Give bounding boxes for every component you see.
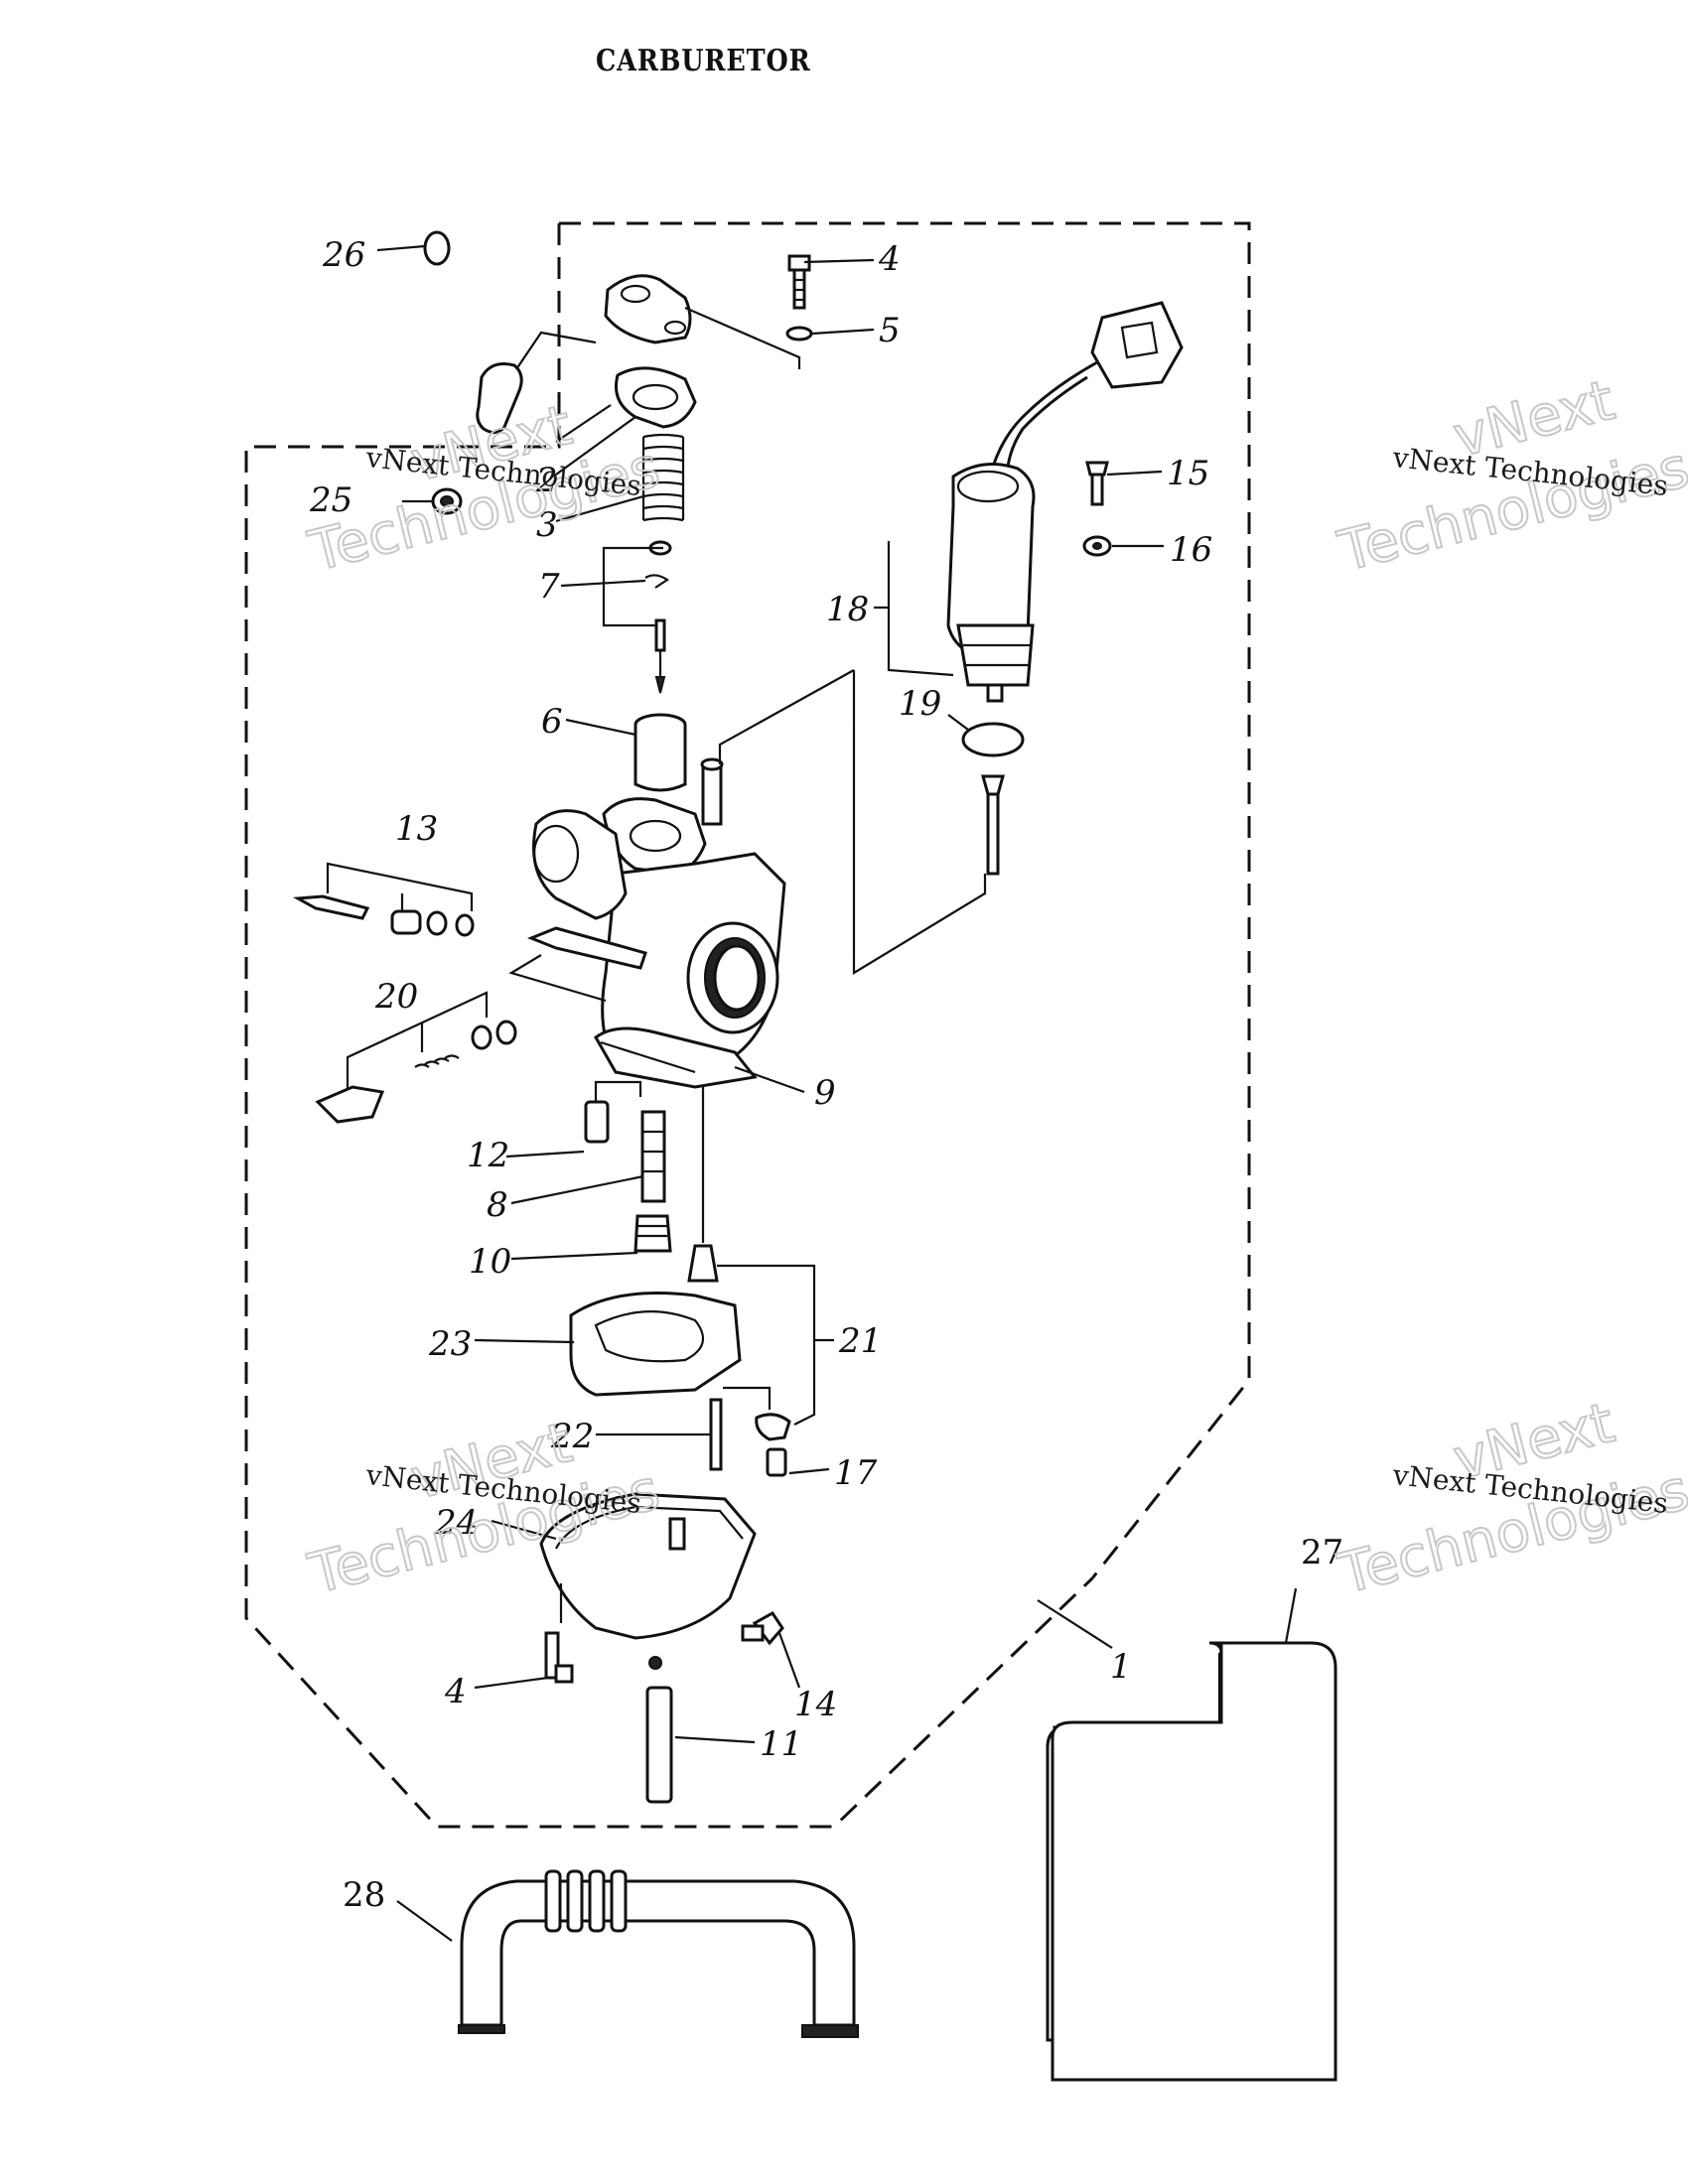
callout-3: 3 [536,505,558,545]
callout-11: 11 [760,1724,802,1764]
auto-choke-solenoid [946,301,1184,703]
assembly-boundary-left [244,223,1094,1829]
callout-26: 26 [322,235,365,275]
washer-top [785,326,813,341]
callout-5: 5 [879,311,901,350]
callout-25: 25 [309,480,352,520]
watermark-upper-left: vNext Technologies vNext Technologies [302,392,667,586]
chamber-screw [544,1631,574,1684]
float [569,1292,742,1397]
callout-2: 2 [535,461,558,500]
callout-4-bottom: 4 [444,1672,467,1711]
callout-13: 13 [395,809,438,849]
callout-19: 19 [899,684,941,724]
callout-18: 18 [826,590,869,629]
callout-22: 22 [550,1417,594,1456]
callout-10: 10 [469,1242,511,1282]
needle-clip [644,574,669,589]
callout-21: 21 [838,1321,882,1361]
air-screw-set [315,991,517,1124]
overflow-tube [645,1686,673,1804]
choke-cap [476,331,597,434]
throttle-spring [641,433,685,522]
top-cap [604,274,801,369]
main-jet [633,1214,672,1253]
solenoid-plunger [981,774,1005,876]
callout-8: 8 [487,1185,508,1225]
drain-tube-connector [584,1080,642,1144]
callout-27: 27 [1301,1533,1343,1572]
callout-28: 28 [343,1875,385,1915]
idle-screw-set [292,862,475,937]
intake-pipe [396,1869,859,2038]
throttle-slide [633,713,687,792]
watermark-upper-right: vNext Technologies vNext Technologies [1332,367,1688,586]
assembly-boundary-upper [559,221,1251,1579]
callout-16: 16 [1170,530,1212,570]
jet-needle [654,618,666,694]
callout-12: 12 [467,1136,509,1175]
solenoid-leader [718,669,987,975]
diagram-title: CARBURETOR [596,44,811,78]
callout-14: 14 [794,1685,837,1724]
solenoid-screw [1085,461,1109,506]
callout-24: 24 [434,1503,478,1543]
callout-23: 23 [428,1324,472,1364]
screw-top [787,254,811,310]
float-chamber [539,1492,757,1670]
callout-6: 6 [541,702,563,742]
callout-17: 17 [834,1453,878,1493]
callout-20: 20 [374,977,418,1017]
needle-jet [640,1110,666,1203]
float-pin [709,1386,772,1471]
leader-lines [376,244,1164,1744]
float-arm [755,1413,791,1441]
callout-9: 9 [814,1073,836,1113]
carburetor-body [532,757,786,1089]
cap-gasket [615,366,697,429]
float-valve [687,1087,719,1283]
solenoid-o-ring [961,722,1025,757]
callout-1: 1 [1110,1647,1132,1687]
manifold-outline [1051,1641,1337,2082]
callout-15: 15 [1167,454,1209,493]
callout-7: 7 [538,567,560,607]
chamber-bolt [741,1611,784,1646]
drain-screw [766,1447,787,1477]
callout-4-top: 4 [878,239,901,279]
watermark-lower-right: vNext Technologies vNext Technologies [1332,1390,1688,1608]
vent-cap [423,230,451,266]
throttle-lever [508,926,647,1003]
